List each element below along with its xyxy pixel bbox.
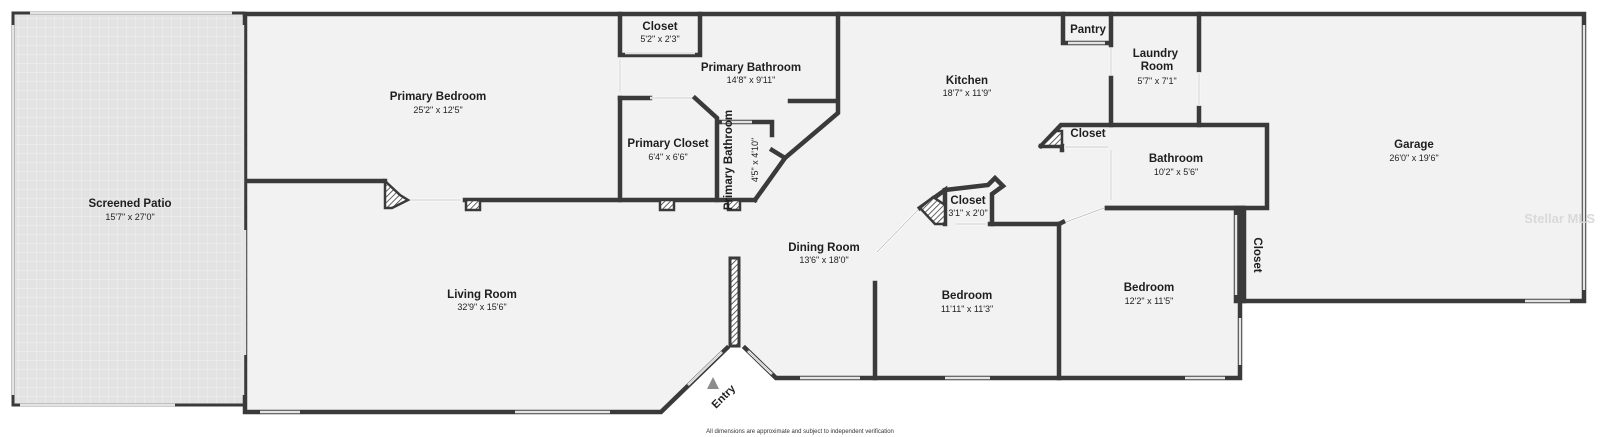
room-name: Bathroom (1149, 153, 1203, 165)
room-name: Closet (642, 21, 677, 33)
room-dims: 5'2" x 2'3" (640, 34, 679, 44)
room-bathroom: Bathroom 10'2" x 5'6" (1149, 153, 1203, 177)
room-dims: 12'2" x 11'5" (1125, 296, 1174, 306)
room-dims: 32'9" x 15'6" (457, 302, 506, 312)
room-bedroom-3: Bedroom 12'2" x 11'5" (1124, 282, 1174, 306)
room-dims: 3'1" x 2'0" (948, 208, 987, 218)
room-closet-top: Closet 5'2" x 2'3" (640, 21, 679, 44)
watermark: Stellar MLS (1524, 211, 1595, 226)
room-dims: 11'11" x 11'3" (941, 304, 993, 314)
laundry-line-2: Room (1141, 61, 1174, 73)
room-name: Bedroom (1124, 282, 1174, 294)
room-screened-patio: Screened Patio 15'7" x 27'0" (88, 198, 171, 222)
room-name: Closet (950, 195, 985, 207)
room-name: Pantry (1070, 24, 1106, 36)
room-name: Dining Room (788, 242, 860, 254)
room-name: Garage (1394, 139, 1434, 151)
room-name: Screened Patio (88, 198, 171, 210)
room-dims: 26'0" x 19'6" (1389, 153, 1438, 163)
windows (11, 11, 1586, 414)
room-primary-bathroom-small: Primary Bathroom 4'5" x 4'10" (723, 110, 760, 210)
room-laundry: Laundry Room 5'7" x 7'1" (1133, 48, 1182, 86)
room-name: Primary Bathroom (723, 110, 735, 210)
room-dining: Dining Room 13'6" x 18'0" (788, 242, 860, 265)
room-name: Primary Closet (627, 138, 708, 150)
entry-marker: Entry (707, 377, 739, 411)
room-name: Laundry Room (1133, 48, 1182, 73)
room-dims: 6'4" x 6'6" (648, 152, 687, 162)
room-primary-bathroom: Primary Bathroom 14'8" x 9'11" (701, 62, 801, 85)
room-closet-bedroom: Closet (1251, 237, 1263, 272)
room-name: Primary Bathroom (701, 62, 801, 74)
room-name: Living Room (447, 289, 517, 301)
patio-floor (13, 13, 243, 405)
room-name: Closet (1251, 237, 1263, 272)
room-dims: 10'2" x 5'6" (1154, 167, 1198, 177)
room-primary-closet: Primary Closet 6'4" x 6'6" (627, 138, 708, 162)
room-dims: 14'8" x 9'11" (727, 75, 776, 85)
room-bedroom-2: Bedroom 11'11" x 11'3" (941, 290, 993, 314)
room-dims: 18'7" x 11'9" (943, 88, 992, 98)
room-name: Bedroom (942, 290, 992, 302)
entry-arrow-icon (707, 377, 719, 389)
room-dims: 5'7" x 7'1" (1137, 76, 1176, 86)
room-closet-kitchen: Closet (1070, 128, 1105, 140)
room-living: Living Room 32'9" x 15'6" (447, 289, 517, 312)
room-garage: Garage 26'0" x 19'6" (1389, 139, 1438, 163)
room-name: Closet (1070, 128, 1105, 140)
disclaimer: All dimensions are approximate and subje… (706, 429, 894, 435)
room-name: Primary Bedroom (390, 91, 487, 103)
room-pantry: Pantry (1070, 24, 1106, 36)
room-dims: 4'5" x 4'10" (750, 138, 760, 182)
laundry-line-1: Laundry (1133, 48, 1179, 60)
room-primary-bedroom: Primary Bedroom 25'2" x 12'5" (390, 91, 487, 115)
room-name: Kitchen (946, 75, 988, 87)
room-dims: 25'2" x 12'5" (413, 105, 462, 115)
columns (383, 129, 1064, 226)
room-kitchen: Kitchen 18'7" x 11'9" (943, 75, 992, 98)
room-dims: 13'6" x 18'0" (799, 255, 848, 265)
room-closet-dining: Closet 3'1" x 2'0" (948, 195, 987, 218)
room-labels: Screened Patio 15'7" x 27'0" Primary Bed… (88, 21, 1438, 314)
room-dims: 15'7" x 27'0" (105, 212, 154, 222)
